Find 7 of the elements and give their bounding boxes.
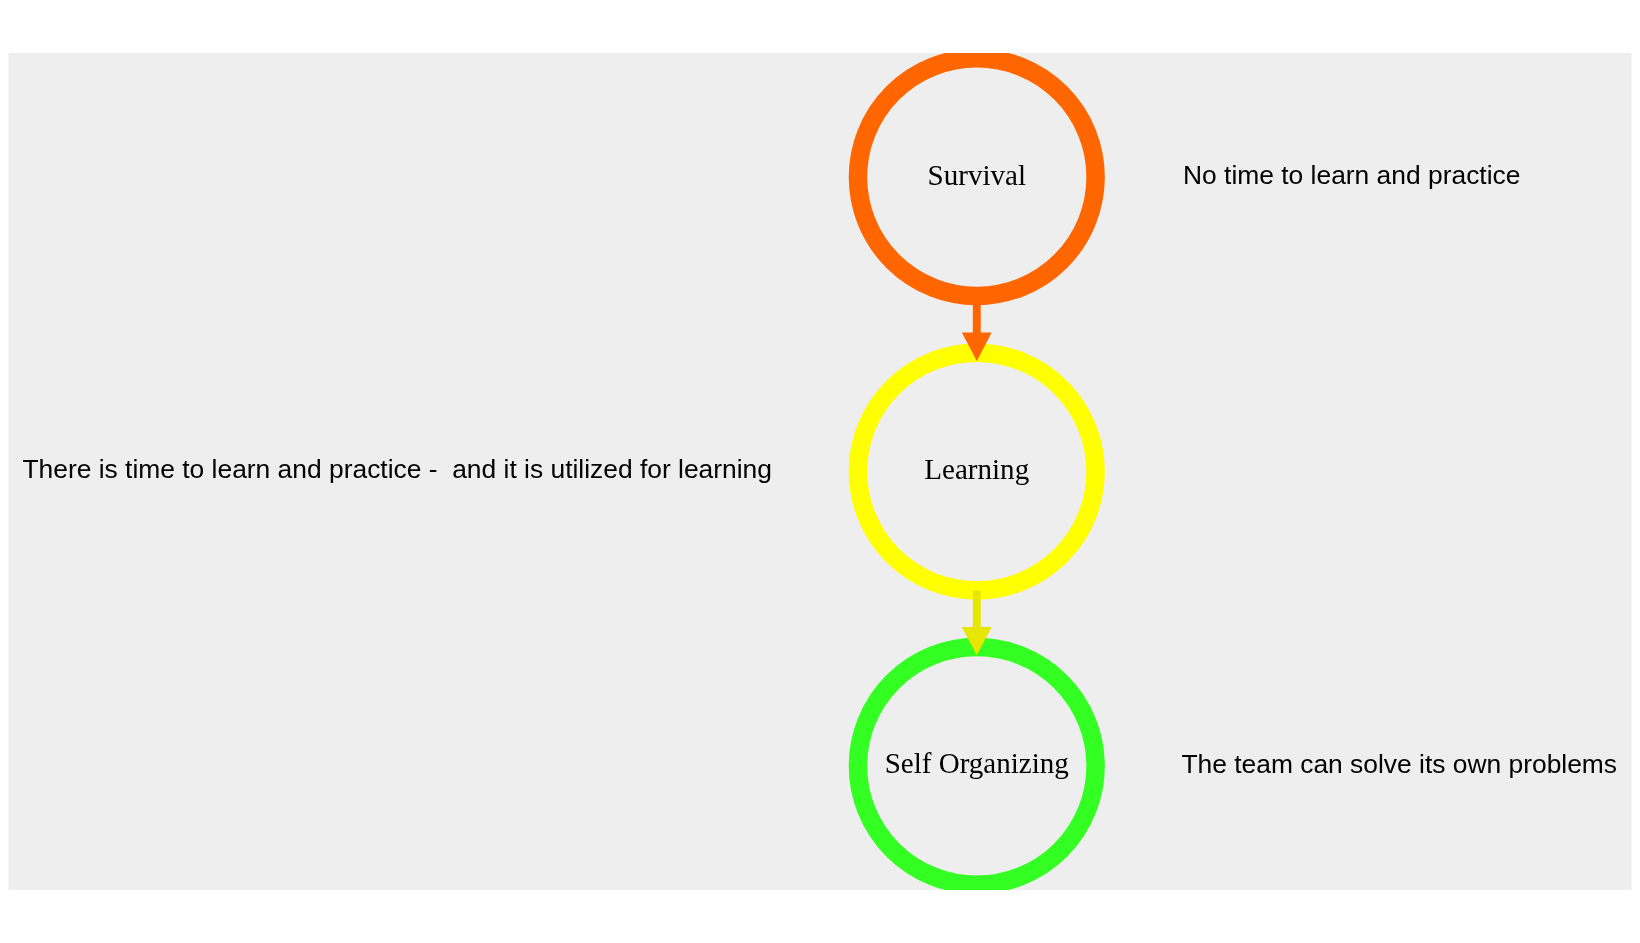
- arrow: [961, 590, 992, 656]
- node-label: There is time to learn and practice - and it is utilized for learning: [22, 454, 772, 485]
- node-label: The team can solve its own problems: [1181, 748, 1618, 779]
- node-circle: Self Organizing: [848, 637, 1105, 890]
- node-circle: Learning: [848, 343, 1105, 600]
- node-circle: Survival: [848, 53, 1105, 306]
- node-label: No time to learn and practice: [1183, 159, 1521, 190]
